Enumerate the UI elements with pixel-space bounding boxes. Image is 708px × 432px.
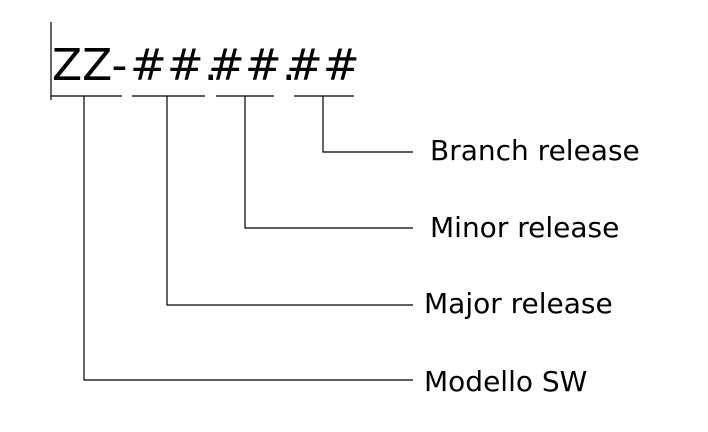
label-modello-sw: Modello SW (424, 365, 587, 398)
label-major-release: Major release (424, 287, 613, 320)
label-minor-release: Minor release (430, 211, 619, 244)
leader-major (166, 96, 413, 306)
label-branch-release: Branch release (430, 134, 640, 167)
version-string: ZZ- ##. ##. ## (52, 40, 360, 91)
leader-model (83, 96, 413, 381)
version-branch-segment: ## (286, 40, 360, 91)
leader-branch (322, 96, 413, 153)
leader-minor (244, 96, 413, 229)
version-prefix: ZZ- (52, 40, 127, 91)
version-major-segment: ##. (130, 40, 218, 91)
version-minor-segment: ##. (208, 40, 296, 91)
